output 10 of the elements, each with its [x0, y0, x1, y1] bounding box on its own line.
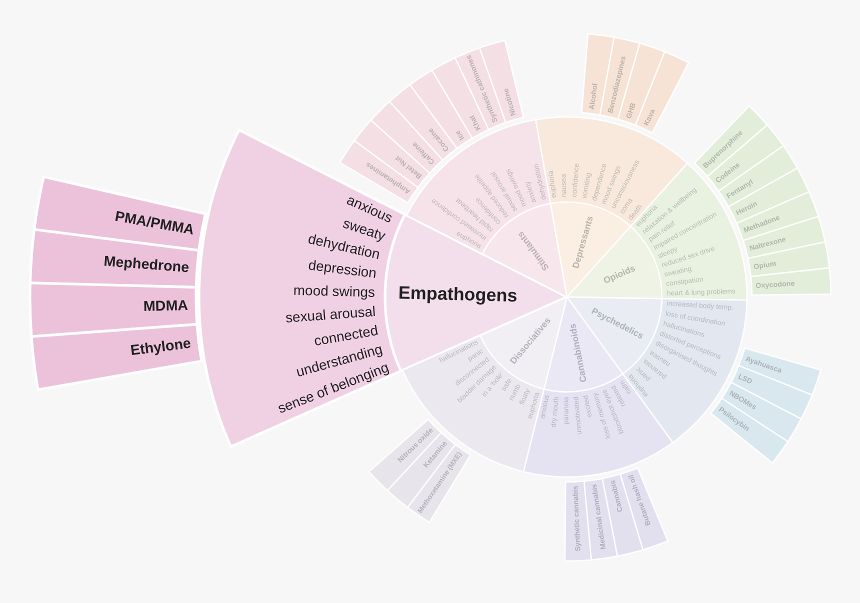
substance-segment: [634, 51, 690, 134]
effect-label: sexual arousal: [284, 302, 376, 326]
substance-label: Ethylone: [130, 336, 192, 360]
substance-label: PMA/PMMA: [114, 208, 196, 239]
substance-segment: [30, 323, 203, 391]
effect-label: mood swings: [293, 282, 376, 300]
substance-label: Mephedrone: [103, 254, 190, 276]
substance-segment: [28, 282, 198, 338]
substance-label: MDMA: [143, 298, 188, 316]
category-label: Empathogens: [398, 282, 518, 306]
